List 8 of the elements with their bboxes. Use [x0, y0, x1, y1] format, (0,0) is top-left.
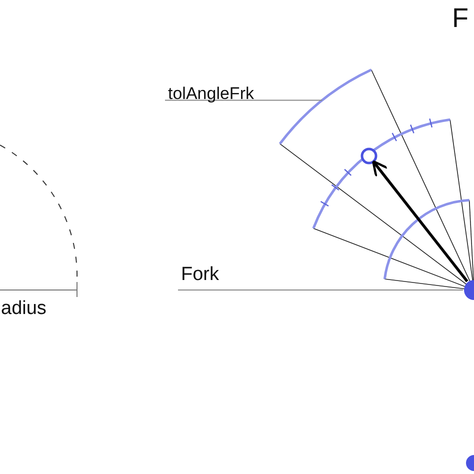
part-label: tolAngleFrk [168, 85, 254, 102]
leader-line [164, 100, 323, 101]
arrow [372, 160, 468, 282]
dimension-label: adius [1, 299, 46, 318]
target-circle [360, 148, 378, 164]
part-label: Fork [181, 265, 219, 284]
tolerance-arc [278, 68, 372, 145]
heading-text: F [452, 5, 468, 32]
